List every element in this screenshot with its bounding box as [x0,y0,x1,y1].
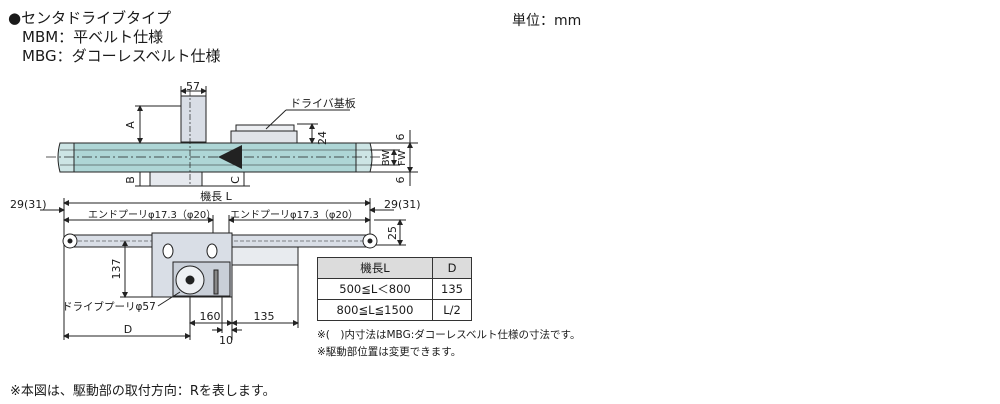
dim-24: 24 [316,131,329,145]
dim-160: 160 [200,310,221,323]
table-header-cell: 機長L [317,257,433,279]
end-offset-right: 29(31) [384,198,421,211]
mbg-spec-line: MBG：ダコーレスベルト仕様 [22,47,221,65]
mbm-spec-line: MBM：平ベルト仕様 [22,28,164,46]
table-cell: 800≦L≦1500 [317,299,433,321]
section-title: ●センタドライブタイプ [8,9,172,27]
table-cell: 500≦L＜800 [317,278,433,300]
table-cell: L/2 [432,299,472,321]
end-pulley-left-label: エンドプーリφ17.3（φ20） [88,209,216,221]
dim-d: D [124,323,132,336]
dim-10: 10 [219,334,233,347]
dim-6-bottom: 6 [394,177,407,184]
end-pulley-right-label: エンドプーリφ17.3（φ20） [230,209,358,221]
table-header-row: 機長L D [317,257,472,279]
dim-57: 57 [186,80,200,93]
machine-length-label: 機長 L [200,189,232,203]
dim-b: B [124,176,137,184]
end-offset-left: 29(31) [10,198,47,211]
dim-137: 137 [110,259,123,280]
driver-board [230,130,298,145]
drive-pulley-label: ドライブプーリφ57 [62,300,156,313]
dim-bw: BW [381,150,392,167]
table-cell: 135 [432,278,472,300]
dim-135: 135 [254,310,275,323]
belt-body [59,142,371,173]
dim-fw: FW [397,150,408,166]
top-view [46,86,418,187]
footer-note: ※本図は、駆動部の取付方向：Rを表します。 [10,384,276,399]
front-view [40,198,406,340]
driver-board-label: ドライバ基板 [290,96,356,110]
table-header-cell: D [432,257,472,279]
note-drive-position: ※駆動部位置は変更できます。 [317,346,462,358]
d-dimension-table: 機長L D 500≦L＜800 135 800≦L≦1500 L/2 [317,257,472,321]
unit-label: 単位：mm [512,13,582,29]
dim-a: A [124,121,137,129]
dim-c: C [229,176,242,184]
table-row: 500≦L＜800 135 [317,278,472,300]
dim-6-top: 6 [394,134,407,141]
note-mbg-dimensions: ※( )内寸法はMBG:ダコーレスベルト仕様の寸法です。 [317,329,581,341]
motor-block-top [180,95,207,143]
table-row: 800≦L≦1500 L/2 [317,299,472,321]
dim-25: 25 [386,226,399,240]
